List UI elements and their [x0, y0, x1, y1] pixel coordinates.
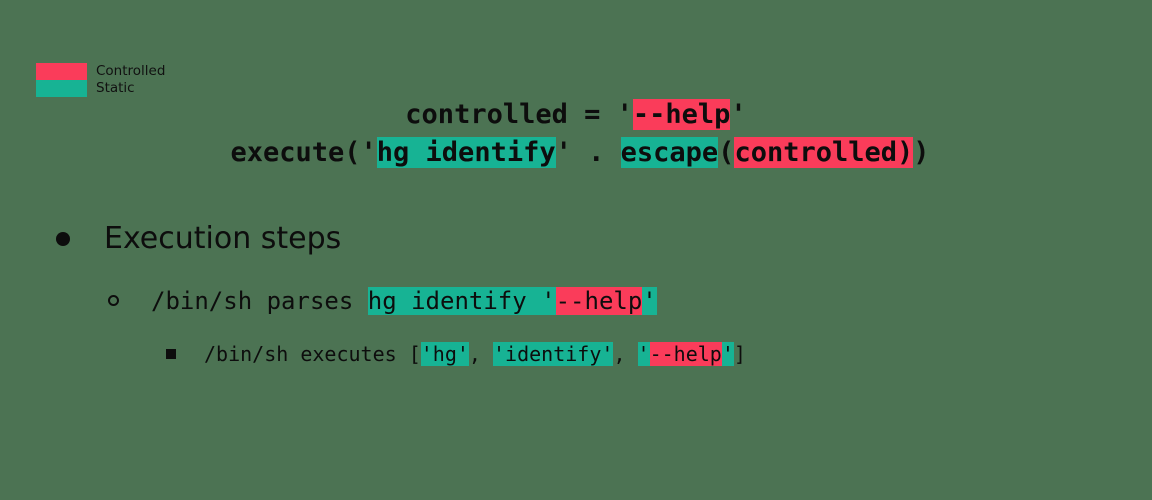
code-segment: --help	[649, 342, 722, 366]
code-segment: )	[913, 137, 930, 168]
code-segment: --help	[632, 99, 731, 130]
legend-item-static: Static	[36, 80, 165, 97]
legend: Controlled Static	[36, 63, 165, 97]
code-block: controlled = '--help' execute('hg identi…	[0, 96, 1152, 172]
outline-level-3-label: /bin/sh executes ['hg', 'identify', '--h…	[204, 338, 746, 370]
code-line-execute-call: execute('hg identify' . escape(controlle…	[0, 134, 1152, 172]
code-segment: ]	[733, 342, 746, 366]
code-segment: ,	[468, 342, 494, 366]
code-segment: hg identify '	[367, 287, 556, 315]
outline-level-1-label: Execution steps	[104, 221, 342, 256]
legend-label-controlled: Controlled	[96, 63, 166, 79]
filled-square-bullet-icon	[166, 338, 176, 359]
code-segment: --help	[555, 287, 643, 315]
outline-item-level-2: /bin/sh parses hg identify '--help'	[0, 282, 1152, 320]
outline-level-2-label: /bin/sh parses hg identify '--help'	[151, 282, 657, 320]
legend-swatch-static	[36, 80, 87, 97]
legend-item-controlled: Controlled	[36, 63, 165, 80]
hollow-circle-bullet-icon	[108, 282, 119, 306]
code-segment: ,	[613, 342, 638, 366]
code-segment: escape	[620, 137, 719, 168]
legend-label-static: Static	[96, 80, 135, 96]
code-segment: 'identify'	[493, 342, 614, 366]
code-segment: '	[730, 99, 747, 130]
code-segment: '	[642, 287, 657, 315]
outline-item-level-1: Execution steps	[0, 218, 1152, 260]
code-segment: hg identify	[376, 137, 556, 168]
code-segment: '	[637, 342, 650, 366]
code-segment: /bin/sh parses	[151, 287, 368, 315]
execution-steps-outline: Execution steps /bin/sh parses hg identi…	[0, 218, 1152, 370]
code-segment: execute('	[230, 137, 377, 168]
filled-disc-bullet-icon	[56, 218, 70, 246]
outline-item-level-3: /bin/sh executes ['hg', 'identify', '--h…	[0, 338, 1152, 370]
code-segment: 'hg'	[420, 342, 469, 366]
code-segment: controlled)	[734, 137, 914, 168]
code-line-assignment: controlled = '--help'	[0, 96, 1152, 134]
code-segment: ' .	[555, 137, 621, 168]
code-segment: '	[721, 342, 734, 366]
legend-swatch-controlled	[36, 63, 87, 80]
code-segment: (	[718, 137, 735, 168]
code-segment: /bin/sh executes [	[204, 342, 421, 366]
code-segment: controlled = '	[405, 99, 633, 130]
